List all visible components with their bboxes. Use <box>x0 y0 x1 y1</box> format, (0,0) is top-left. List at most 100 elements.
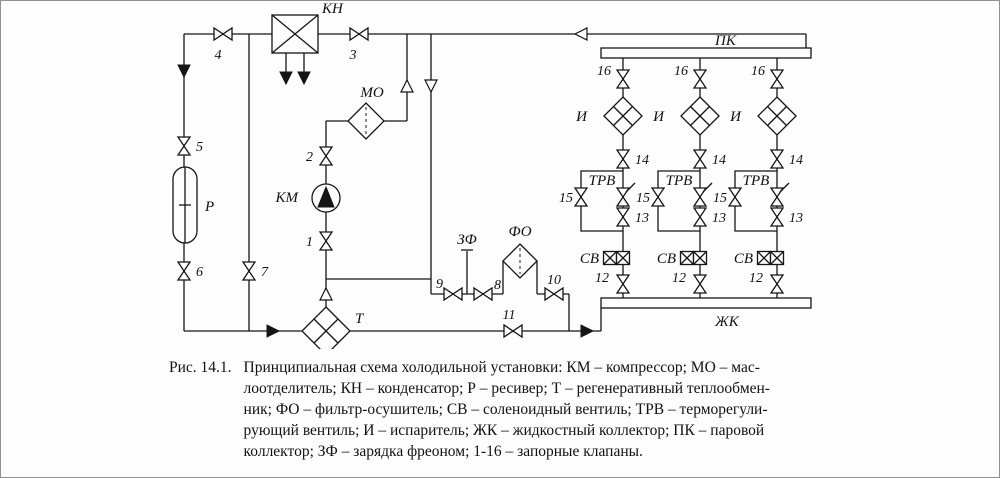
compressor-label: КМ <box>275 190 300 206</box>
valve-3-label: 3 <box>349 48 357 63</box>
oil-separator-label: МО <box>359 85 383 101</box>
filter-dryer-label: ФО <box>508 224 531 240</box>
solenoid-label: СВ <box>734 251 753 267</box>
valve-13 <box>616 207 630 227</box>
heat-exchanger-label: Т <box>355 311 365 327</box>
solenoid-valve-sv <box>679 250 708 266</box>
valve-2-label: 2 <box>306 150 313 165</box>
valve-16-label: 16 <box>674 64 688 79</box>
condenser-label: КН <box>321 1 344 17</box>
caption-line: рующий вентиль; И – испаритель; ЖК – жид… <box>243 422 765 439</box>
flow-arrows <box>177 27 595 338</box>
evaporator-label: И <box>575 109 588 125</box>
evaporator-branch: 16 И 14 ТРВ 15 13 СВ 12 <box>713 64 803 294</box>
valve-1-label: 1 <box>306 235 313 250</box>
valve-4 <box>213 27 233 41</box>
evaporator-branch: 16 И 14 ТРВ 15 13 СВ 12 <box>559 64 649 294</box>
valve-15 <box>728 187 742 207</box>
valve-3 <box>349 27 369 41</box>
flow-arrow-up-open <box>400 78 414 93</box>
valve-14 <box>693 149 707 169</box>
valve-10-label: 10 <box>547 273 561 288</box>
valve-12-label: 12 <box>749 271 763 286</box>
caption-line: коллектор; ЗФ – зарядка фреоном; 1-16 – … <box>243 443 643 460</box>
valve-12 <box>770 274 784 294</box>
freon-charge-label: ЗФ <box>457 232 477 248</box>
valve-11 <box>503 324 523 338</box>
valve-16-label: 16 <box>597 64 611 79</box>
evaporator-i <box>603 96 643 136</box>
receiver-label: Р <box>204 199 214 215</box>
condenser-drain-arrow <box>279 71 293 86</box>
valve-12-label: 12 <box>672 271 686 286</box>
flow-arrow-down-open <box>424 79 438 94</box>
valve-11-label: 11 <box>503 308 516 323</box>
flow-arrow-right <box>580 324 595 338</box>
valve-14-label: 14 <box>635 153 649 168</box>
valve-14-label: 14 <box>712 153 726 168</box>
valve-5-label: 5 <box>196 140 203 155</box>
receiver-r <box>172 166 198 244</box>
valve-9 <box>443 287 463 301</box>
valve-16 <box>616 69 630 89</box>
valve-12 <box>693 274 707 294</box>
valve-7-label: 7 <box>261 265 269 280</box>
caption-line: Принципиальная схема холодильной установ… <box>243 359 760 376</box>
valve-16 <box>770 69 784 89</box>
valve-7 <box>242 261 256 281</box>
valve-14 <box>770 149 784 169</box>
valve-12-label: 12 <box>595 271 609 286</box>
solenoid-label: СВ <box>580 251 599 267</box>
compressor-km <box>311 183 341 213</box>
flow-arrow-down <box>177 64 191 79</box>
valve-14-label: 14 <box>789 153 803 168</box>
caption-line: лоотделитель; КН – конденсатор; Р – реси… <box>243 380 770 397</box>
evaporator-branch: 16 И 14 ТРВ 15 13 СВ 12 <box>636 64 726 294</box>
vapor-collector-pk <box>600 47 812 59</box>
solenoid-label: СВ <box>657 251 676 267</box>
valve-8-label: 8 <box>494 278 501 293</box>
valve-15-label: 15 <box>713 191 727 206</box>
flow-arrow-right <box>266 324 281 338</box>
vapor-collector-label: ПК <box>714 33 737 49</box>
valve-13-label: 13 <box>712 211 726 226</box>
heat-exchanger-t <box>301 306 351 349</box>
evaporator-label: И <box>652 109 665 125</box>
figure-caption: Рис. 14.1. Принципиальная схема холодиль… <box>169 357 999 462</box>
evaporator-label: И <box>729 109 742 125</box>
valve-13 <box>770 207 784 227</box>
valve-12 <box>616 274 630 294</box>
schematic-diagram: 16 И 14 ТРВ 15 13 СВ 12 16 И 14 ТРВ 15 1… <box>172 1 812 349</box>
oil-separator-mo <box>347 102 385 140</box>
valve-6 <box>177 261 191 281</box>
shutoff-valves <box>177 27 564 338</box>
valve-5 <box>177 136 191 156</box>
valve-2 <box>319 146 333 166</box>
valve-14 <box>616 149 630 169</box>
caption-text: Принципиальная схема холодильной установ… <box>244 357 770 462</box>
valve-9-label: 9 <box>436 277 443 292</box>
labels: КН МО КМ Р Т ЗФ ФО ПК ЖК 1 2 3 4 5 6 7 8… <box>196 1 740 330</box>
valve-16 <box>693 69 707 89</box>
valve-6-label: 6 <box>196 265 203 280</box>
valve-16-label: 16 <box>751 64 765 79</box>
caption-line: ник; ФО – фильтр-осушитель; СВ – соленои… <box>243 401 768 418</box>
evaporator-i <box>680 96 720 136</box>
flow-arrow-left-open <box>573 27 588 41</box>
valve-15 <box>651 187 665 207</box>
valve-15-label: 15 <box>636 191 650 206</box>
condenser-kn <box>271 14 319 54</box>
pipes <box>183 33 807 332</box>
valve-8 <box>473 287 493 301</box>
valve-13-label: 13 <box>789 211 803 226</box>
valve-15-label: 15 <box>559 191 573 206</box>
figure-number: Рис. 14.1. <box>169 359 232 376</box>
flow-arrow-up-open <box>319 286 333 301</box>
valve-13 <box>693 207 707 227</box>
trv-label: ТРВ <box>666 173 693 189</box>
filter-dryer-fo <box>502 243 538 279</box>
valve-13-label: 13 <box>635 211 649 226</box>
evaporator-i <box>757 96 797 136</box>
solenoid-valve-sv <box>756 250 785 266</box>
